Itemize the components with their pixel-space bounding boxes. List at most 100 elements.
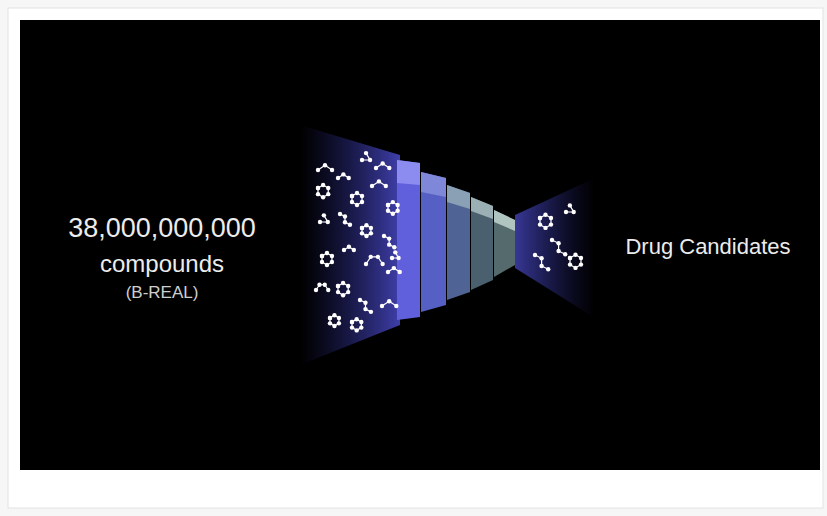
- slab-highlight: [494, 210, 515, 231]
- filter-slab: [471, 197, 493, 290]
- output-glow: [515, 178, 595, 318]
- atom: [332, 324, 336, 328]
- atom: [394, 304, 398, 308]
- atom: [336, 284, 340, 288]
- atom: [360, 231, 364, 235]
- atom: [359, 320, 363, 324]
- atom: [386, 203, 390, 207]
- atom: [398, 270, 402, 274]
- bond: [340, 214, 350, 225]
- atom: [326, 288, 330, 292]
- atom: [330, 254, 334, 258]
- atom: [360, 226, 364, 230]
- dark-panel: [20, 20, 820, 470]
- atom: [354, 317, 358, 321]
- atom: [350, 200, 354, 204]
- atom: [360, 158, 364, 162]
- atom: [359, 325, 363, 329]
- atom: [390, 256, 394, 260]
- molecule: [533, 253, 551, 272]
- atom: [332, 313, 336, 317]
- atom: [350, 194, 354, 198]
- atom: [395, 203, 399, 207]
- atom: [352, 248, 356, 252]
- atom: [320, 254, 324, 258]
- atom: [360, 194, 364, 198]
- atom: [377, 179, 381, 183]
- atom: [573, 253, 577, 257]
- atom: [539, 256, 543, 260]
- atom: [354, 328, 358, 332]
- atom: [320, 254, 324, 258]
- atom: [350, 320, 354, 324]
- atom: [316, 186, 320, 190]
- atom: [392, 266, 396, 270]
- atom: [568, 256, 572, 260]
- atom: [369, 255, 373, 259]
- slab-highlight: [397, 160, 420, 185]
- atom: [350, 320, 354, 324]
- atom: [314, 288, 318, 292]
- atom: [348, 223, 352, 227]
- atom: [355, 203, 359, 207]
- atom: [341, 281, 345, 285]
- atom: [328, 316, 332, 320]
- molecule: [318, 213, 330, 224]
- slab-highlight: [447, 185, 470, 209]
- molecule: [538, 213, 553, 231]
- atom: [386, 209, 390, 213]
- molecule: [316, 163, 334, 172]
- bond: [535, 255, 548, 269]
- atom: [573, 266, 577, 270]
- atom: [564, 210, 568, 214]
- molecule: [386, 200, 400, 216]
- atom: [556, 241, 560, 245]
- atom: [364, 223, 368, 227]
- atom: [543, 213, 547, 217]
- slab-highlight: [471, 197, 493, 219]
- atom: [325, 251, 329, 255]
- atom: [323, 283, 327, 287]
- output-label: Drug Candidates: [625, 234, 790, 260]
- atom: [322, 213, 326, 217]
- atom: [533, 253, 537, 257]
- atom: [369, 226, 373, 230]
- compound-count: 38,000,000,000: [68, 213, 256, 244]
- molecule: [314, 283, 331, 293]
- atom: [369, 310, 373, 314]
- atom: [350, 325, 354, 329]
- atom: [387, 242, 391, 246]
- molecule: [382, 234, 397, 250]
- atom: [316, 186, 320, 190]
- atom: [328, 316, 332, 320]
- atom: [568, 256, 572, 260]
- atom: [336, 290, 340, 294]
- molecule: [336, 281, 351, 298]
- atom: [568, 203, 572, 207]
- atom: [364, 262, 368, 266]
- atom: [343, 214, 347, 218]
- atom: [318, 220, 322, 224]
- atom: [386, 270, 390, 274]
- atom: [563, 252, 567, 256]
- atom: [316, 168, 320, 172]
- atom: [347, 245, 351, 249]
- atom: [392, 245, 396, 249]
- atom: [321, 195, 325, 199]
- atom: [549, 222, 553, 226]
- atom: [358, 298, 362, 302]
- atom: [330, 168, 334, 172]
- atom: [376, 255, 380, 259]
- atom: [387, 299, 391, 303]
- atom: [393, 250, 397, 254]
- atom: [546, 267, 550, 271]
- molecule: [358, 298, 373, 314]
- atom: [579, 262, 583, 266]
- count-unit: compounds: [100, 250, 224, 278]
- atom: [374, 166, 378, 170]
- molecule: [338, 212, 352, 227]
- atom: [346, 290, 350, 294]
- filter-slabs: [397, 160, 515, 320]
